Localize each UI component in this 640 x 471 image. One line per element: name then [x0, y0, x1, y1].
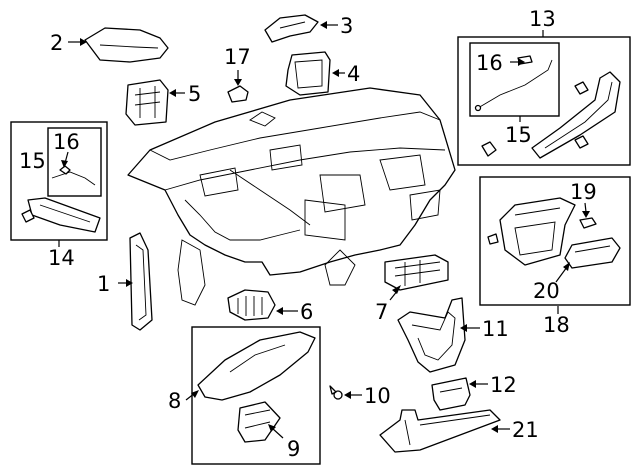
callout-1: 1 [97, 272, 110, 296]
part-20-panel [564, 237, 621, 269]
part-13-trim-strip [531, 71, 621, 159]
callout-6: 6 [300, 300, 313, 324]
callout-19: 19 [570, 180, 597, 204]
part-18-glove-box [487, 197, 576, 266]
callout-16-left: 16 [53, 130, 80, 154]
box-16-right [469, 42, 560, 117]
part-4-bracket [285, 51, 331, 96]
instrument-panel-carrier [127, 87, 456, 306]
part-21-console-trim [379, 409, 501, 453]
callout-2: 2 [50, 31, 63, 55]
callout-labels: 1 2 3 4 5 6 7 8 9 10 11 12 13 14 15 15 1… [19, 7, 597, 461]
callout-16-right: 16 [476, 51, 503, 75]
part-3-upper-cover [264, 14, 319, 43]
leaders [58, 21, 590, 439]
callout-21: 21 [512, 418, 539, 442]
part-15-screw [481, 141, 497, 157]
part-6-air-vent [227, 289, 276, 321]
callout-12: 12 [490, 373, 517, 397]
callout-3: 3 [340, 14, 353, 38]
part-19-screw [579, 217, 597, 229]
callout-7: 7 [375, 300, 388, 324]
callout-17: 17 [224, 45, 251, 69]
part-10-fastener [329, 385, 343, 400]
part-14-trim-piece [21, 197, 101, 233]
callout-11: 11 [482, 317, 509, 341]
callout-5: 5 [188, 82, 201, 106]
box-13 [457, 36, 631, 166]
part-9-bracket [237, 401, 281, 443]
callout-14: 14 [48, 246, 75, 270]
callout-8: 8 [168, 389, 181, 413]
box-16-left [47, 127, 102, 197]
part-17-clip [227, 85, 249, 103]
callout-15-right: 15 [505, 123, 532, 147]
part-2-top-cover [84, 27, 169, 63]
part-12-switch-bezel [431, 377, 471, 411]
callout-18: 18 [543, 313, 570, 337]
callout-20: 20 [533, 279, 560, 303]
part-5-module [125, 79, 169, 126]
part-7-center-vent [384, 254, 449, 291]
part-8-knee-panel [197, 331, 316, 401]
part-15-left-harness [51, 165, 96, 186]
callout-13: 13 [529, 7, 556, 31]
box-18 [479, 176, 631, 306]
callout-10: 10 [364, 384, 391, 408]
callout-15-left: 15 [19, 149, 46, 173]
callout-4: 4 [347, 62, 360, 86]
part-1-side-trim [129, 232, 153, 331]
callout-9: 9 [287, 437, 300, 461]
part-11-center-bezel [397, 297, 466, 373]
